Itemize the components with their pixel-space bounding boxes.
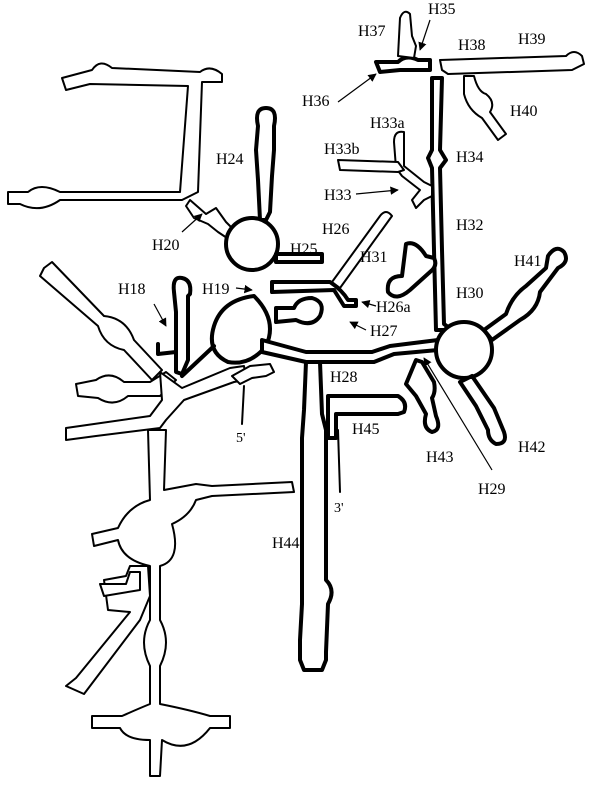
h39-arm [439, 51, 585, 75]
h29-arrow [423, 357, 493, 471]
h24-hairpin [254, 106, 277, 222]
label-h38: H38 [458, 37, 486, 54]
label-h44: H44 [272, 535, 300, 552]
h19-arrow [235, 284, 253, 294]
label-h28: H28 [330, 369, 358, 386]
h20-arrow [181, 213, 203, 233]
h36-arrow [337, 73, 377, 103]
h27-hairpin [274, 296, 324, 326]
upper-junction-loop [224, 216, 280, 272]
h26a-arrow [361, 300, 377, 309]
lower-diagonal-arm [65, 565, 151, 695]
label-h37: H37 [358, 23, 386, 40]
label-h25: H25 [290, 241, 318, 258]
h18-hairpin [171, 275, 193, 376]
h18-arrow [153, 303, 167, 327]
h31-hairpin [385, 241, 438, 299]
h26-arm [331, 211, 393, 289]
label-h27: H27 [370, 323, 398, 340]
label-h43: H43 [426, 449, 454, 466]
label-h31: H31 [360, 249, 388, 266]
label-h36: H36 [302, 93, 330, 110]
top-left-arm [7, 62, 223, 210]
h37-hairpin [397, 10, 417, 59]
label-h33a: H33a [370, 115, 405, 132]
helix-labels: H35 H37 H38 H39 H36 H40 H33a H24 H33b H3… [118, 1, 546, 552]
label-h33b: H33b [324, 141, 360, 158]
h33-group [393, 130, 433, 209]
label-h18: H18 [118, 281, 146, 298]
label-h26: H26 [322, 221, 350, 238]
label-five-prime: 5' [236, 431, 246, 446]
lower-junction-loop [209, 294, 272, 365]
label-h32: H32 [456, 217, 484, 234]
label-h41: H41 [514, 253, 542, 270]
h44-stem [298, 360, 334, 672]
h41-arm [482, 246, 568, 342]
five-prime-tail [241, 385, 245, 425]
label-h26a: H26a [376, 299, 411, 316]
h43-arm [404, 358, 441, 434]
left-diagonal-arm-upper [39, 261, 163, 381]
label-arrows [153, 19, 493, 471]
label-h34: H34 [456, 149, 484, 166]
lower-side-loops [99, 571, 141, 597]
left-diagonal-arm-lower [75, 371, 177, 404]
label-h35: H35 [428, 1, 456, 18]
label-h39: H39 [518, 31, 546, 48]
label-h19: H19 [202, 281, 230, 298]
label-h33: H33 [324, 187, 352, 204]
h33-arrow [355, 186, 399, 195]
label-h24: H24 [216, 151, 244, 168]
five-prime-domain [7, 62, 295, 777]
lower-trunk [91, 429, 295, 777]
h35-arrow [418, 19, 431, 51]
five-prime-region [231, 363, 275, 385]
three-prime-tail [337, 429, 341, 493]
central-domain [156, 10, 585, 672]
h40-arm [463, 75, 507, 141]
h25-stem [274, 252, 324, 264]
label-three-prime: 3' [334, 501, 344, 516]
h33b-arm [337, 159, 405, 173]
h27-arrow [349, 321, 367, 331]
h18-base [156, 342, 178, 356]
label-h42: H42 [518, 439, 546, 456]
h19-arm [180, 344, 216, 378]
label-h29: H29 [478, 481, 506, 498]
h42-arm [458, 374, 507, 446]
h26a-h27-region [270, 280, 358, 308]
label-h30: H30 [456, 285, 484, 302]
label-h40: H40 [510, 103, 538, 120]
label-h20: H20 [152, 237, 180, 254]
h38-bar [374, 55, 432, 74]
h45-hairpin [326, 394, 408, 440]
h28-stem [260, 338, 440, 364]
label-h45: H45 [352, 421, 380, 438]
central-lower-stem [65, 365, 247, 441]
h32-h34-stem [426, 76, 454, 332]
